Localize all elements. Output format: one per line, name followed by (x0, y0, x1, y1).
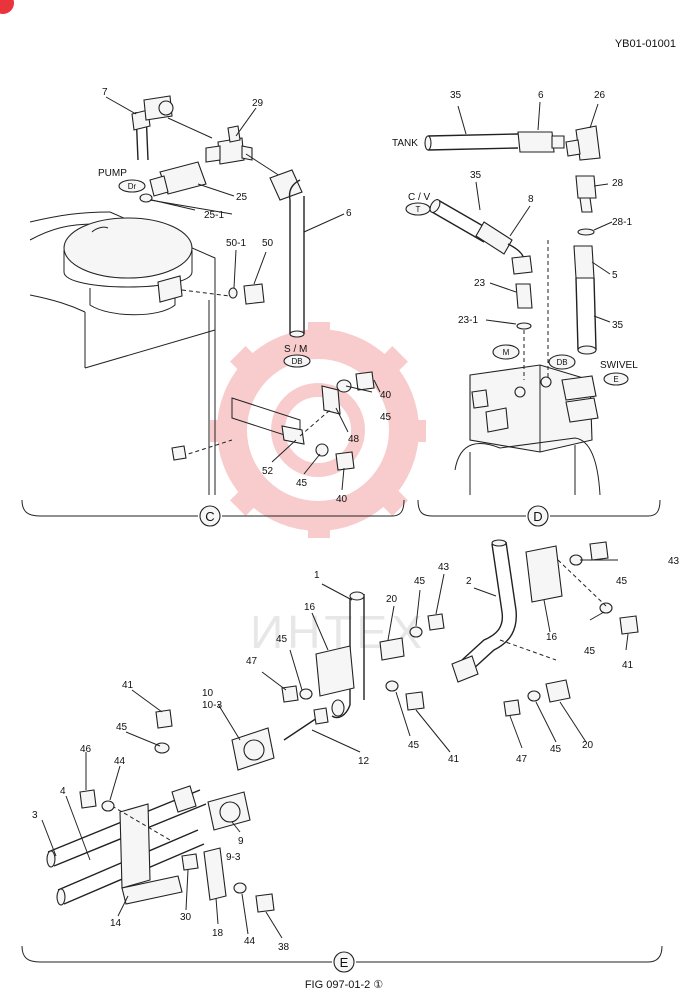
callout: 35 (612, 320, 624, 331)
callout: 35 (450, 90, 462, 101)
callout: 18 (212, 928, 224, 939)
callout: 38 (278, 942, 290, 953)
callout: 10-3 (202, 700, 222, 711)
callout: 45 (296, 478, 308, 489)
callouts-section-c: 7 29 25 25-1 6 50-1 50 40 45 48 52 45 40 (102, 87, 392, 505)
callout: 47 (246, 656, 258, 667)
port-tank-label: TANK (392, 138, 418, 149)
callout: 16 (546, 632, 558, 643)
callout: 29 (252, 98, 264, 109)
callout: 7 (102, 87, 108, 98)
port-labels: PUMP Dr S / M DB TANK C / V T M DB SWIVE… (98, 138, 638, 386)
section-brackets (21, 499, 663, 963)
callout: 45 (584, 646, 596, 657)
port-cv-tag: T (416, 205, 421, 214)
callout: 52 (262, 466, 274, 477)
callout: 43 (438, 562, 450, 573)
callouts-section-e: 1 16 20 45 43 2 43 45 16 45 41 47 45 10 … (32, 556, 680, 953)
callout: 9 (238, 836, 244, 847)
callout: 41 (122, 680, 134, 691)
callout: 26 (594, 90, 606, 101)
figure-label: FIG 097-01-2 ① (304, 979, 384, 991)
section-d-marker (527, 505, 549, 527)
callout: 47 (516, 754, 528, 765)
corner-badge (0, 0, 14, 14)
callout: 16 (304, 602, 316, 613)
callout: 41 (448, 754, 460, 765)
callout: 43 (668, 556, 680, 567)
callout: 6 (346, 208, 352, 219)
callout: 3 (32, 810, 38, 821)
callout: 45 (380, 412, 392, 423)
port-sm-label: S / M (284, 344, 307, 355)
port-swivel-tag: E (613, 375, 618, 384)
section-c-label: C (205, 509, 214, 524)
callout: 8 (528, 194, 534, 205)
callout: 50 (262, 238, 274, 249)
port-m-tag: M (503, 348, 510, 357)
callout: 30 (180, 912, 192, 923)
watermark-logo (210, 322, 426, 538)
port-db-tag: DB (556, 358, 567, 367)
callout: 50-1 (226, 238, 246, 249)
callout: 44 (244, 936, 256, 947)
callout: 5 (612, 270, 618, 281)
callout: 41 (622, 660, 634, 671)
callout: 23 (474, 278, 486, 289)
callout: 25 (236, 192, 248, 203)
document-id: YB01-01001 (614, 38, 676, 50)
callout: 28-1 (612, 217, 632, 228)
port-swivel-label: SWIVEL (600, 360, 638, 371)
callout: 4 (60, 786, 66, 797)
callout: 6 (538, 90, 544, 101)
callout: 9-3 (226, 852, 241, 863)
callout: 1 (314, 570, 320, 581)
callout: 2 (466, 576, 472, 587)
section-c-marker (199, 505, 221, 527)
callout: 20 (582, 740, 594, 751)
callout: 12 (358, 756, 370, 767)
port-cv-label: C / V (408, 192, 431, 203)
callout: 28 (612, 178, 624, 189)
callout: 23-1 (458, 315, 478, 326)
callout: 48 (348, 434, 360, 445)
leader-lines (41, 96, 629, 939)
port-sm-tag: DB (291, 357, 302, 366)
callout: 44 (114, 756, 126, 767)
port-pump-label: PUMP (98, 168, 127, 179)
port-pump-tag: Dr (128, 182, 137, 191)
callout: 20 (386, 594, 398, 605)
callout: 25-1 (204, 210, 224, 221)
section-e-marker (333, 951, 355, 973)
callout: 45 (550, 744, 562, 755)
section-e-label: E (340, 955, 349, 970)
callout: 40 (336, 494, 348, 505)
section-c-drawing (29, 95, 375, 495)
callout: 10 (202, 688, 214, 699)
section-e-drawing (46, 539, 639, 913)
callouts-section-d: 35 6 26 35 8 28 28-1 23 5 23-1 35 (450, 90, 632, 331)
callout: 14 (110, 918, 122, 929)
section-d-label: D (533, 509, 542, 524)
callout: 45 (616, 576, 628, 587)
callout: 45 (116, 722, 128, 733)
section-d-drawing (424, 125, 601, 496)
callout: 40 (380, 390, 392, 401)
callout: 46 (80, 744, 92, 755)
callout: 45 (414, 576, 426, 587)
callout: 45 (408, 740, 420, 751)
callout: 35 (470, 170, 482, 181)
callout: 45 (276, 634, 288, 645)
